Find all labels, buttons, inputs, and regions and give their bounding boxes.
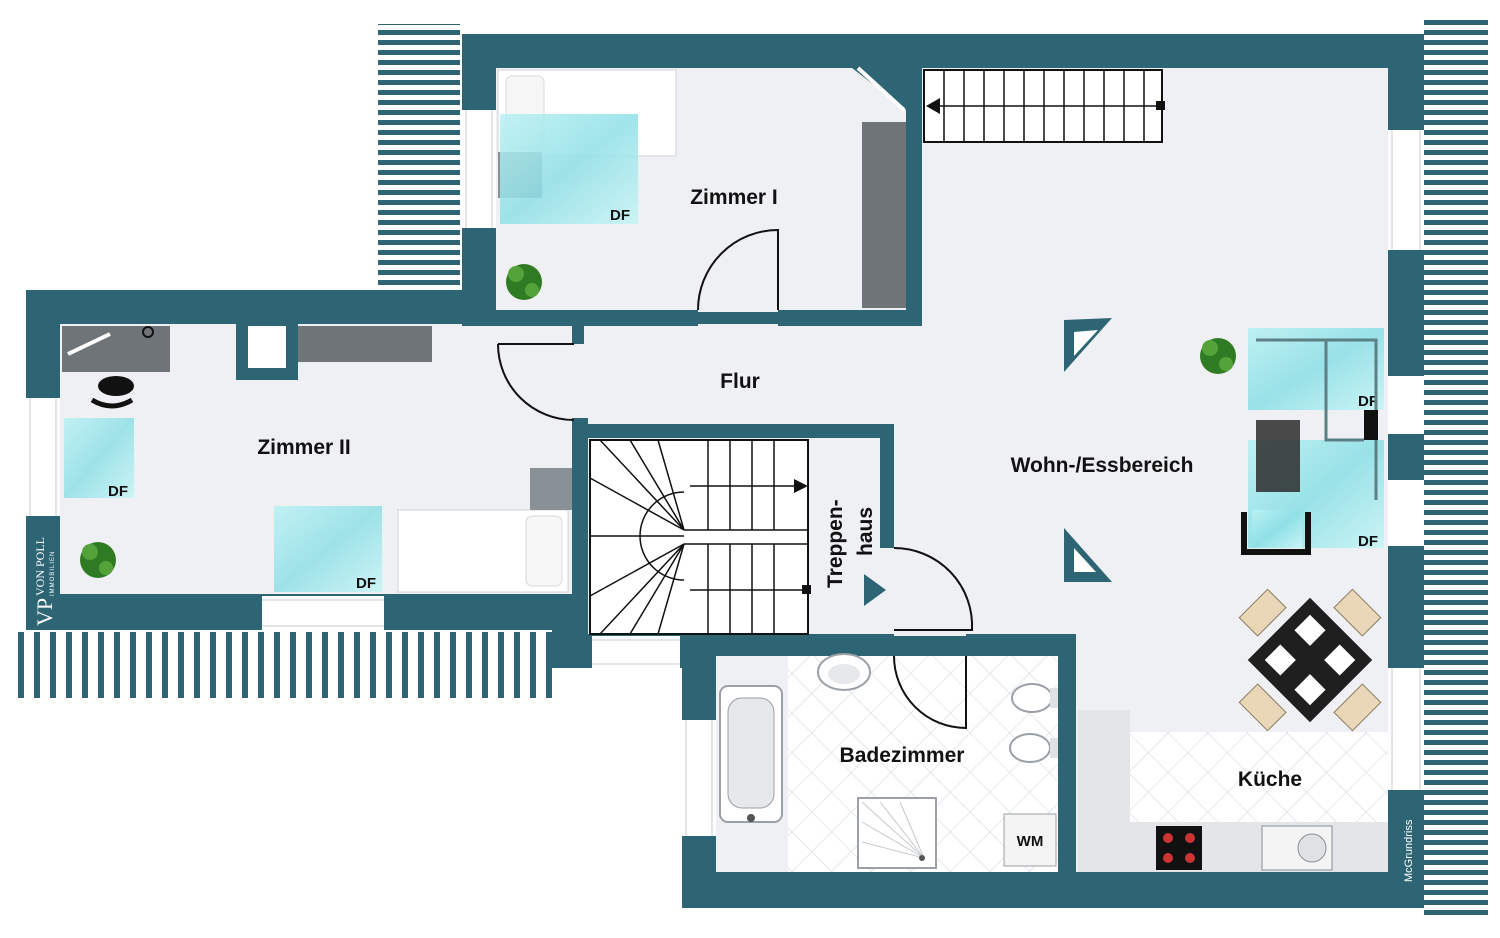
room-label-zimmer2: Zimmer II xyxy=(257,436,350,459)
skylight-label-zimmer1: DF xyxy=(610,207,630,224)
svg-text:VP: VP xyxy=(32,598,57,626)
floor-flur xyxy=(574,324,922,424)
roof-edge-right xyxy=(1424,20,1488,920)
room-label-zimmer1: Zimmer I xyxy=(690,186,778,209)
roof-edge-bottom-left xyxy=(12,632,552,698)
wall-treppe-top xyxy=(572,424,894,438)
bathtub-icon xyxy=(719,685,783,823)
armchair-icon xyxy=(1241,510,1311,555)
door-zimmer2[interactable] xyxy=(497,343,575,421)
brand-logo: VP VON POLL IMMOBILIEN xyxy=(32,537,57,626)
wall-bad-top-right xyxy=(966,634,1076,656)
wall-zimmer1-right xyxy=(906,68,922,324)
washer-label: WM xyxy=(1017,833,1044,850)
wall-treppe-right xyxy=(880,424,894,548)
wardrobe-zimmer1 xyxy=(862,122,906,308)
svg-text:IMMOBILIEN: IMMOBILIEN xyxy=(50,551,56,596)
svg-text:VON POLL: VON POLL xyxy=(33,537,47,596)
room-label-flur: Flur xyxy=(720,370,760,393)
chair-icon xyxy=(90,376,134,409)
credit-text: McGrundriss xyxy=(1403,819,1415,882)
skylight-zimmer2-right xyxy=(274,506,382,592)
sink-icon xyxy=(1261,825,1333,871)
skylight-label-wohn-bottom: DF xyxy=(1358,533,1378,550)
nightstand-zimmer2 xyxy=(530,468,572,510)
roof-edge-top-left xyxy=(378,24,460,286)
chimney-inner xyxy=(248,326,286,368)
skylight-label-wohn-top: DF xyxy=(1358,393,1378,410)
shower-icon xyxy=(857,797,937,869)
dining-table-icon xyxy=(1238,588,1382,732)
wall-zimmer1-bottom-left xyxy=(462,310,698,326)
room-label-kueche: Küche xyxy=(1238,768,1302,791)
staircase-top xyxy=(923,69,1165,143)
pillow-zimmer2 xyxy=(525,515,563,587)
floor-kueche-tiles xyxy=(1130,732,1388,822)
wall-zimmer1-bottom-right xyxy=(778,310,922,326)
skylight-label-zimmer2-right: DF xyxy=(356,575,376,592)
washbasin-icon xyxy=(817,653,871,691)
room-label-wohn: Wohn-/Essbereich xyxy=(1011,454,1194,477)
plant-icon xyxy=(1200,338,1236,374)
skylight-zimmer2-left xyxy=(64,418,134,498)
window-right-4 xyxy=(1388,668,1424,790)
skylight-wohn-top xyxy=(1248,328,1384,410)
toilet-icon xyxy=(1011,683,1058,713)
window-right-3 xyxy=(1388,480,1424,546)
skylight-label-zimmer2-left: DF xyxy=(108,483,128,500)
window-treppe xyxy=(592,636,680,668)
plant-icon xyxy=(506,264,542,300)
entrance-door[interactable] xyxy=(893,546,974,631)
window-zimmer1 xyxy=(462,110,496,228)
coffee-table xyxy=(1256,420,1300,492)
door-bad[interactable] xyxy=(893,655,967,730)
sofa-icon xyxy=(1256,338,1378,500)
window-right-1 xyxy=(1388,130,1424,250)
entrance-arrow-icon xyxy=(864,574,886,606)
skylight-zimmer1 xyxy=(500,114,638,224)
counter-bottom xyxy=(1078,822,1388,872)
plant-icon xyxy=(80,542,116,578)
door-zimmer1[interactable] xyxy=(697,228,779,311)
washing-machine xyxy=(1003,813,1057,867)
wall-stub xyxy=(572,324,584,344)
room-label-treppenhaus-2: haus xyxy=(854,507,877,556)
wall-bad-top-left xyxy=(682,634,894,656)
stove-icon xyxy=(1156,826,1202,870)
window-zimmer2 xyxy=(26,398,60,516)
window-right-2 xyxy=(1388,376,1424,434)
window-zimmer2-bottom xyxy=(262,596,384,630)
wall-treppe-left xyxy=(572,418,588,668)
room-label-bad: Badezimmer xyxy=(840,744,965,767)
bidet-icon xyxy=(1009,733,1058,763)
wall-bad-right xyxy=(1058,634,1076,874)
staircase-main xyxy=(589,439,809,635)
shelf-zimmer2 xyxy=(298,326,432,362)
window-bad xyxy=(682,720,716,836)
room-label-treppenhaus: Treppen- xyxy=(824,499,847,588)
